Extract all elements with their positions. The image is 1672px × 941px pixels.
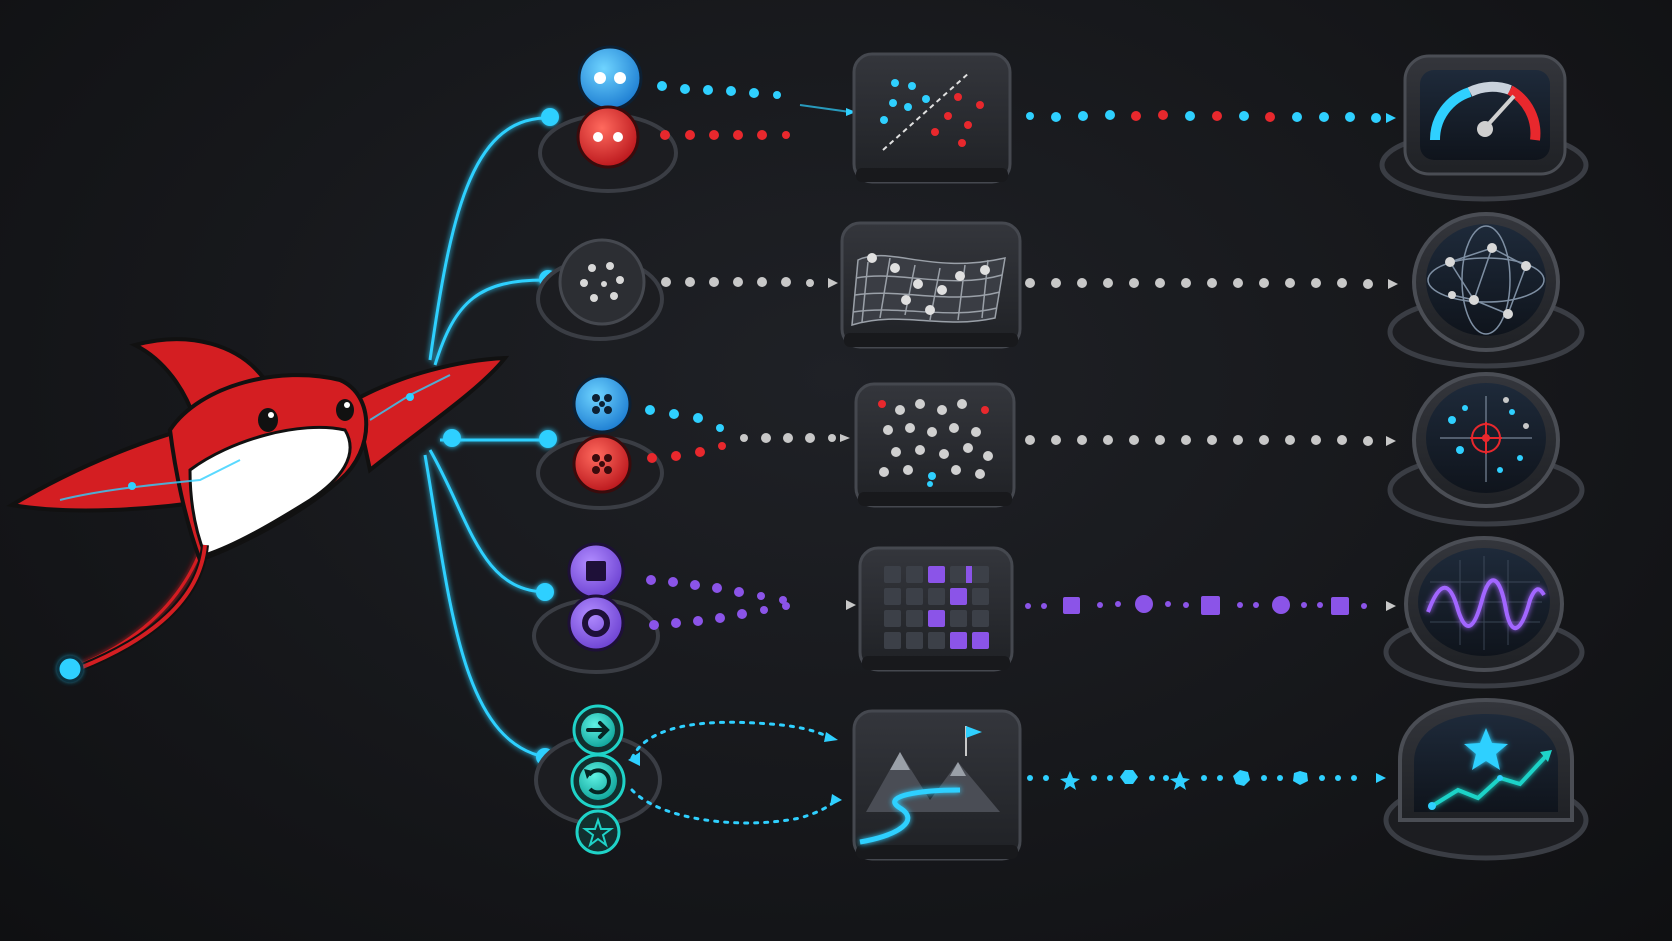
output-dots: [1025, 435, 1373, 446]
row-4: [532, 536, 1585, 689]
process-panel[interactable]: [840, 221, 1022, 349]
feedback-loop: [630, 720, 838, 825]
row-1: [538, 45, 1589, 202]
connector-row-1: [428, 116, 546, 361]
input-dots-red: [647, 442, 726, 463]
blue-button[interactable]: [577, 45, 643, 111]
matrix-grid-icon: [884, 566, 989, 649]
output-dots: [1026, 110, 1381, 123]
row-2: [536, 212, 1585, 369]
mesh-surface-icon: [851, 253, 1006, 327]
input-dots-grey: [661, 277, 814, 287]
input-dots-red: [660, 130, 790, 140]
red-button[interactable]: [576, 105, 640, 169]
network-globe-output[interactable]: [1387, 212, 1585, 369]
dot-cluster-button[interactable]: [558, 238, 646, 326]
waveform-icon: [1426, 556, 1546, 650]
row-3: [536, 372, 1585, 527]
connector-row-4: [428, 449, 546, 594]
process-panel[interactable]: [852, 52, 1012, 184]
input-dots-purple-upper: [646, 575, 787, 604]
input-dots-blue: [645, 405, 724, 432]
teal-arrow-button[interactable]: [572, 704, 624, 756]
input-dots-blue: [657, 81, 781, 99]
purple-square-button[interactable]: [567, 542, 625, 600]
process-panel[interactable]: [852, 709, 1022, 861]
connector-row-2: [433, 278, 546, 366]
blue-button[interactable]: [572, 374, 632, 434]
process-panel[interactable]: [858, 546, 1014, 672]
input-dots-purple-lower: [649, 602, 790, 630]
manta-ray-mascot: [6, 337, 510, 672]
mascot-eye-right: [336, 399, 354, 421]
node-mascot-hub: [443, 429, 461, 447]
waveform-output[interactable]: [1383, 536, 1585, 689]
gauge-icon: [1429, 81, 1541, 141]
process-panel[interactable]: [854, 382, 1016, 508]
dot-grid-icon: [878, 399, 993, 487]
teal-cycle-button[interactable]: [570, 753, 626, 809]
node-row-1: [541, 108, 559, 126]
star-trend-icon: [1428, 728, 1552, 810]
star-trend-output[interactable]: [1383, 697, 1589, 861]
mascot-eye-left: [258, 408, 278, 432]
red-button[interactable]: [572, 434, 632, 494]
gauge-output[interactable]: [1379, 54, 1589, 202]
merged-dots: [740, 433, 836, 443]
scatter-with-diagonal-icon: [880, 71, 984, 151]
node-row-4: [536, 583, 554, 601]
teal-star-button[interactable]: [575, 809, 621, 855]
node-tail-end: [56, 655, 84, 683]
mountain-path-icon: [859, 726, 1000, 845]
node-row-3: [539, 430, 557, 448]
mascot-tail: [78, 544, 209, 672]
row-5: [534, 697, 1589, 861]
network-globe-icon: [1427, 225, 1545, 335]
output-shapes: [1027, 770, 1357, 790]
output-dots: [1025, 278, 1373, 289]
crosshair-radar-icon: [1440, 396, 1532, 482]
output-shapes: [1025, 595, 1367, 615]
purple-circle-button[interactable]: [567, 594, 625, 652]
connector-row-5: [423, 454, 546, 759]
mascot-belly: [188, 425, 352, 557]
crosshair-radar-output[interactable]: [1387, 372, 1585, 527]
mascot-right-wing: [352, 355, 510, 474]
